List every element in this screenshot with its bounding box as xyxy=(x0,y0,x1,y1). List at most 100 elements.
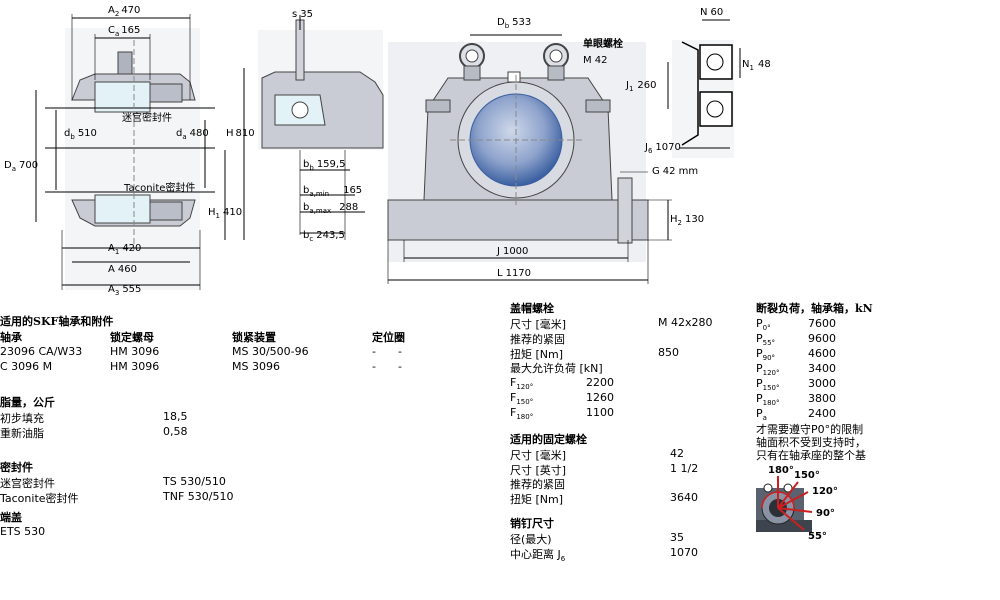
breaking-load-value: 3000 xyxy=(808,377,836,390)
dowel-value: 35 xyxy=(670,531,684,544)
load-label: F150° xyxy=(510,391,534,407)
label-taconite-seal: Taconite密封件 xyxy=(123,181,195,194)
table-row-locknut: HM 3096 xyxy=(110,345,160,358)
breaking-load-label: P120° xyxy=(756,362,780,378)
dowel-label: 径(最大) xyxy=(510,533,552,546)
cap-bolt-label: 推荐的紧固 xyxy=(510,333,565,346)
top-detail-view xyxy=(667,19,741,158)
cap-bolt-label: 最大允许负荷 [kN] xyxy=(510,362,603,375)
breaking-load-label: P90° xyxy=(756,347,776,363)
breaking-load-value: 9600 xyxy=(808,332,836,345)
fixing-bolts-title: 适用的固定螺栓 xyxy=(510,433,587,446)
breaking-load-value: 4600 xyxy=(808,347,836,360)
dowel-title: 销钉尺寸 xyxy=(510,517,554,530)
breaking-load-value: 3800 xyxy=(808,392,836,405)
cap-bolt-label: 扭矩 [Nm] xyxy=(510,348,564,361)
fix-bolt-value: 42 xyxy=(670,447,684,460)
angle-label-55: 55° xyxy=(808,531,827,542)
end-cover-value: ETS 530 xyxy=(0,525,46,538)
grease-value: 0,58 xyxy=(163,425,188,438)
load-value: 1260 xyxy=(586,391,614,404)
side-view xyxy=(258,15,384,240)
fix-bolt-label: 尺寸 [英寸] xyxy=(510,464,567,477)
fix-bolt-label: 尺寸 [毫米] xyxy=(510,449,567,462)
breaking-load-value: 7600 xyxy=(808,317,836,330)
breaking-load-label: P180° xyxy=(756,392,780,408)
breaking-load-label: Pa xyxy=(756,407,767,423)
dowel-value: 1070 xyxy=(670,546,698,559)
fix-bolt-label: 扭矩 [Nm] xyxy=(510,493,564,506)
load-label: F120° xyxy=(510,376,534,392)
compatible-parts-title: 适用的SKF轴承和附件 xyxy=(0,315,114,328)
angle-label-90: 90° xyxy=(816,508,835,519)
load-value: 1100 xyxy=(586,406,614,419)
load-label: F180° xyxy=(510,406,534,422)
seal-value: TS 530/510 xyxy=(163,475,226,488)
seal-value: TNF 530/510 xyxy=(163,490,234,503)
col-header-locating-ring: 定位圈 xyxy=(372,331,405,344)
seal-label: 迷宫密封件 xyxy=(0,477,55,490)
breaking-load-value: 3400 xyxy=(808,362,836,375)
breaking-load-note: 轴面积不受到支持时， xyxy=(756,436,866,449)
col-header-locknut: 锁定螺母 xyxy=(110,331,154,344)
angle-label-180: 180° xyxy=(768,465,794,476)
cap-bolt-label: 尺寸 [毫米] xyxy=(510,318,567,331)
load-direction-diagram: 180° 150° 120° 90° 55° xyxy=(756,465,838,542)
table-row-bearing: 23096 CA/W33 xyxy=(0,345,83,358)
front-view xyxy=(387,34,672,284)
angle-label-120: 120° xyxy=(812,486,838,497)
label-single-eye-bolt: 单眼螺栓 xyxy=(583,37,623,50)
seals-title: 密封件 xyxy=(0,461,33,474)
grease-label: 初步填充 xyxy=(0,412,44,425)
table-row-locknut: HM 3096 xyxy=(110,360,160,373)
seal-label: Taconite密封件 xyxy=(0,492,79,505)
table-row-ring-a: - xyxy=(372,360,376,373)
cap-bolt-value: M 42x280 xyxy=(658,316,713,329)
table-row-bearing: C 3096 M xyxy=(0,360,53,373)
end-cover-title: 端盖 xyxy=(0,511,22,524)
table-row-ring-a: - xyxy=(372,345,376,358)
table-row-ring-b: - xyxy=(398,345,402,358)
load-value: 2200 xyxy=(586,376,614,389)
cap-bolts-title: 盖帽螺栓 xyxy=(510,302,554,315)
breaking-load-label: P0° xyxy=(756,317,771,333)
col-header-locking-device: 锁紧装置 xyxy=(232,331,276,344)
breaking-load-note: 才需要遵守P0°的限制 xyxy=(756,423,864,436)
section-view xyxy=(35,14,245,290)
fix-bolt-value: 1 1/2 xyxy=(670,462,699,475)
label-m42: M 42 xyxy=(583,55,608,66)
breaking-load-label: P150° xyxy=(756,377,780,393)
fix-bolt-label: 推荐的紧固 xyxy=(510,478,565,491)
angle-label-150: 150° xyxy=(794,470,820,481)
label-labyrinth-seal: 迷宫密封件 xyxy=(122,111,172,124)
grease-label: 重新油脂 xyxy=(0,427,44,440)
breaking-load-label: P55° xyxy=(756,332,776,348)
col-header-bearing: 轴承 xyxy=(0,331,22,344)
dowel-label: 中心距离 J6 xyxy=(510,548,566,564)
table-row-ring-b: - xyxy=(398,360,402,373)
grease-value: 18,5 xyxy=(163,410,188,423)
fix-bolt-value: 3640 xyxy=(670,491,698,504)
